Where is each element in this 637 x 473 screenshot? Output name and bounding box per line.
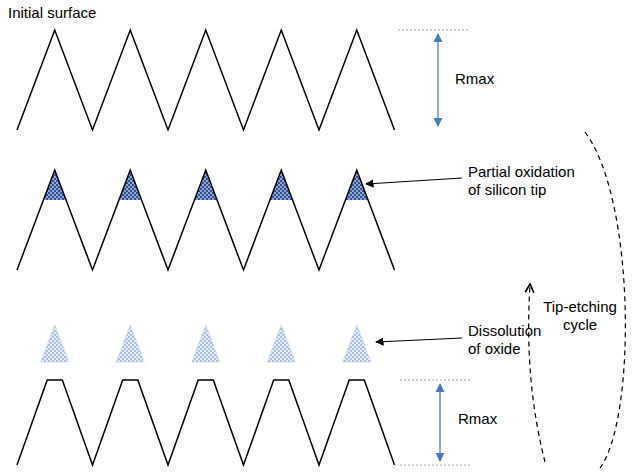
oxidized-tips [43,170,368,200]
annotation-label: Dissolution of oxide [468,322,550,358]
oxidized-surface [17,170,395,270]
dissolved-oxide [41,325,371,362]
dimension-label: Rmax [455,70,494,88]
reference-line [400,465,470,466]
rmax-arrow [437,34,438,126]
cycle-label: Tip-etching cycle [540,298,620,334]
dimension-label: Rmax [458,410,497,428]
cycle-arrow [529,285,545,462]
rmax-arrow [439,384,440,461]
reference-line [400,380,470,381]
annotation-label: Partial oxidation of silicon tip [468,163,586,199]
initial-surface [17,30,395,130]
etched-surface [17,380,395,465]
reference-line [398,30,470,31]
leader-arrow [366,178,462,184]
leader-arrow [376,338,462,342]
annotation-label: Initial surface [8,4,96,22]
